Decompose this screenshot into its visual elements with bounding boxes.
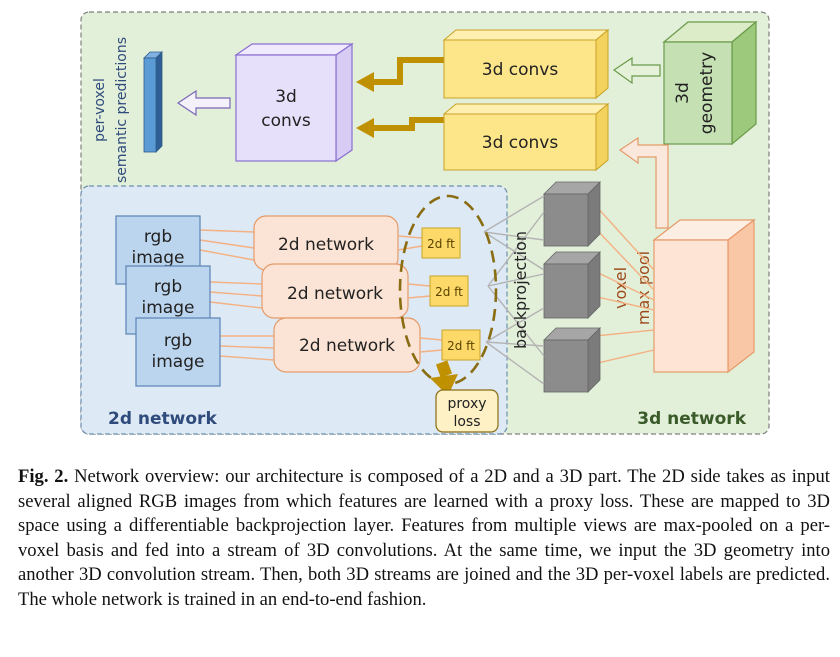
gold-arrow-upper-icon <box>356 57 444 92</box>
backprojection-lines <box>483 195 545 385</box>
backprojection-label: backprojection <box>511 231 530 349</box>
feature-box-3 <box>441 329 481 361</box>
proxy-arrow-icon <box>430 360 458 396</box>
rgb-image-2-line1: rgb <box>154 277 182 297</box>
joint-convs-cube <box>234 42 354 163</box>
output-label-line2: semantic predictions <box>114 37 130 183</box>
network-2d-box-2-label: 2d network <box>287 284 383 304</box>
prediction-bar <box>143 51 163 153</box>
upper-convs-label: 3d convs <box>482 60 559 80</box>
region-label-2d: 2d network <box>108 409 217 429</box>
caption-text: Network overview: our architecture is co… <box>18 466 830 610</box>
gold-arrow-lower-icon <box>356 117 444 138</box>
network-overview-diagram: per-voxel semantic predictions 3d convs … <box>80 11 770 435</box>
region-label-3d: 3d network <box>637 409 746 429</box>
hollow-arrow-pool-icon <box>618 136 669 229</box>
proxy-loss-box <box>435 389 499 433</box>
rgb-image-3 <box>135 317 221 387</box>
rgb-image-3-line2: image <box>152 352 205 372</box>
voxel-cube-3 <box>543 327 601 393</box>
output-label-line1: per-voxel <box>92 78 108 142</box>
rgb-image-1-line1: rgb <box>144 227 172 247</box>
rgb-connectors <box>199 229 275 361</box>
joint-convs-label-line2: convs <box>261 111 311 131</box>
proxy-loss-line1: proxy <box>447 396 486 412</box>
geometry-label-line1: 3d <box>673 82 693 104</box>
feature-box-2-label: 2d ft <box>435 285 463 299</box>
rgb-image-2-line2: image <box>142 298 195 318</box>
voxel-cube-2 <box>543 251 601 319</box>
rgb-image-3-line1: rgb <box>164 331 192 351</box>
pool-label-line1: voxel <box>611 267 630 309</box>
lower-convs-label: 3d convs <box>482 133 559 153</box>
pool-label-line2: max pool <box>634 251 653 325</box>
figure-caption: Fig. 2. Network overview: our architectu… <box>18 465 830 613</box>
upper-convs-box <box>442 28 610 100</box>
network-2d-box-3 <box>273 317 421 373</box>
joint-convs-label-line1: 3d <box>275 87 297 107</box>
voxel-cube-1 <box>543 181 601 247</box>
geometry-label-line2: geometry <box>697 52 717 134</box>
proxy-loss-line2: loss <box>453 414 480 430</box>
lower-convs-box <box>442 102 610 172</box>
network-2d-box-1-label: 2d network <box>278 235 374 255</box>
rgb-image-1-line2: image <box>132 248 185 268</box>
caption-label: Fig. 2. <box>18 466 69 487</box>
hollow-arrow-geometry-icon <box>612 56 661 85</box>
feature-box-1 <box>421 227 461 259</box>
network-2d-box-3-label: 2d network <box>299 336 395 356</box>
feature-connectors <box>397 235 443 353</box>
geometry-cube <box>662 20 758 146</box>
feature-box-2 <box>429 275 469 307</box>
hollow-arrow-left-icon <box>176 89 231 117</box>
pool-cube <box>652 218 756 374</box>
feature-box-3-label: 2d ft <box>447 339 475 353</box>
feature-box-1-label: 2d ft <box>427 237 455 251</box>
